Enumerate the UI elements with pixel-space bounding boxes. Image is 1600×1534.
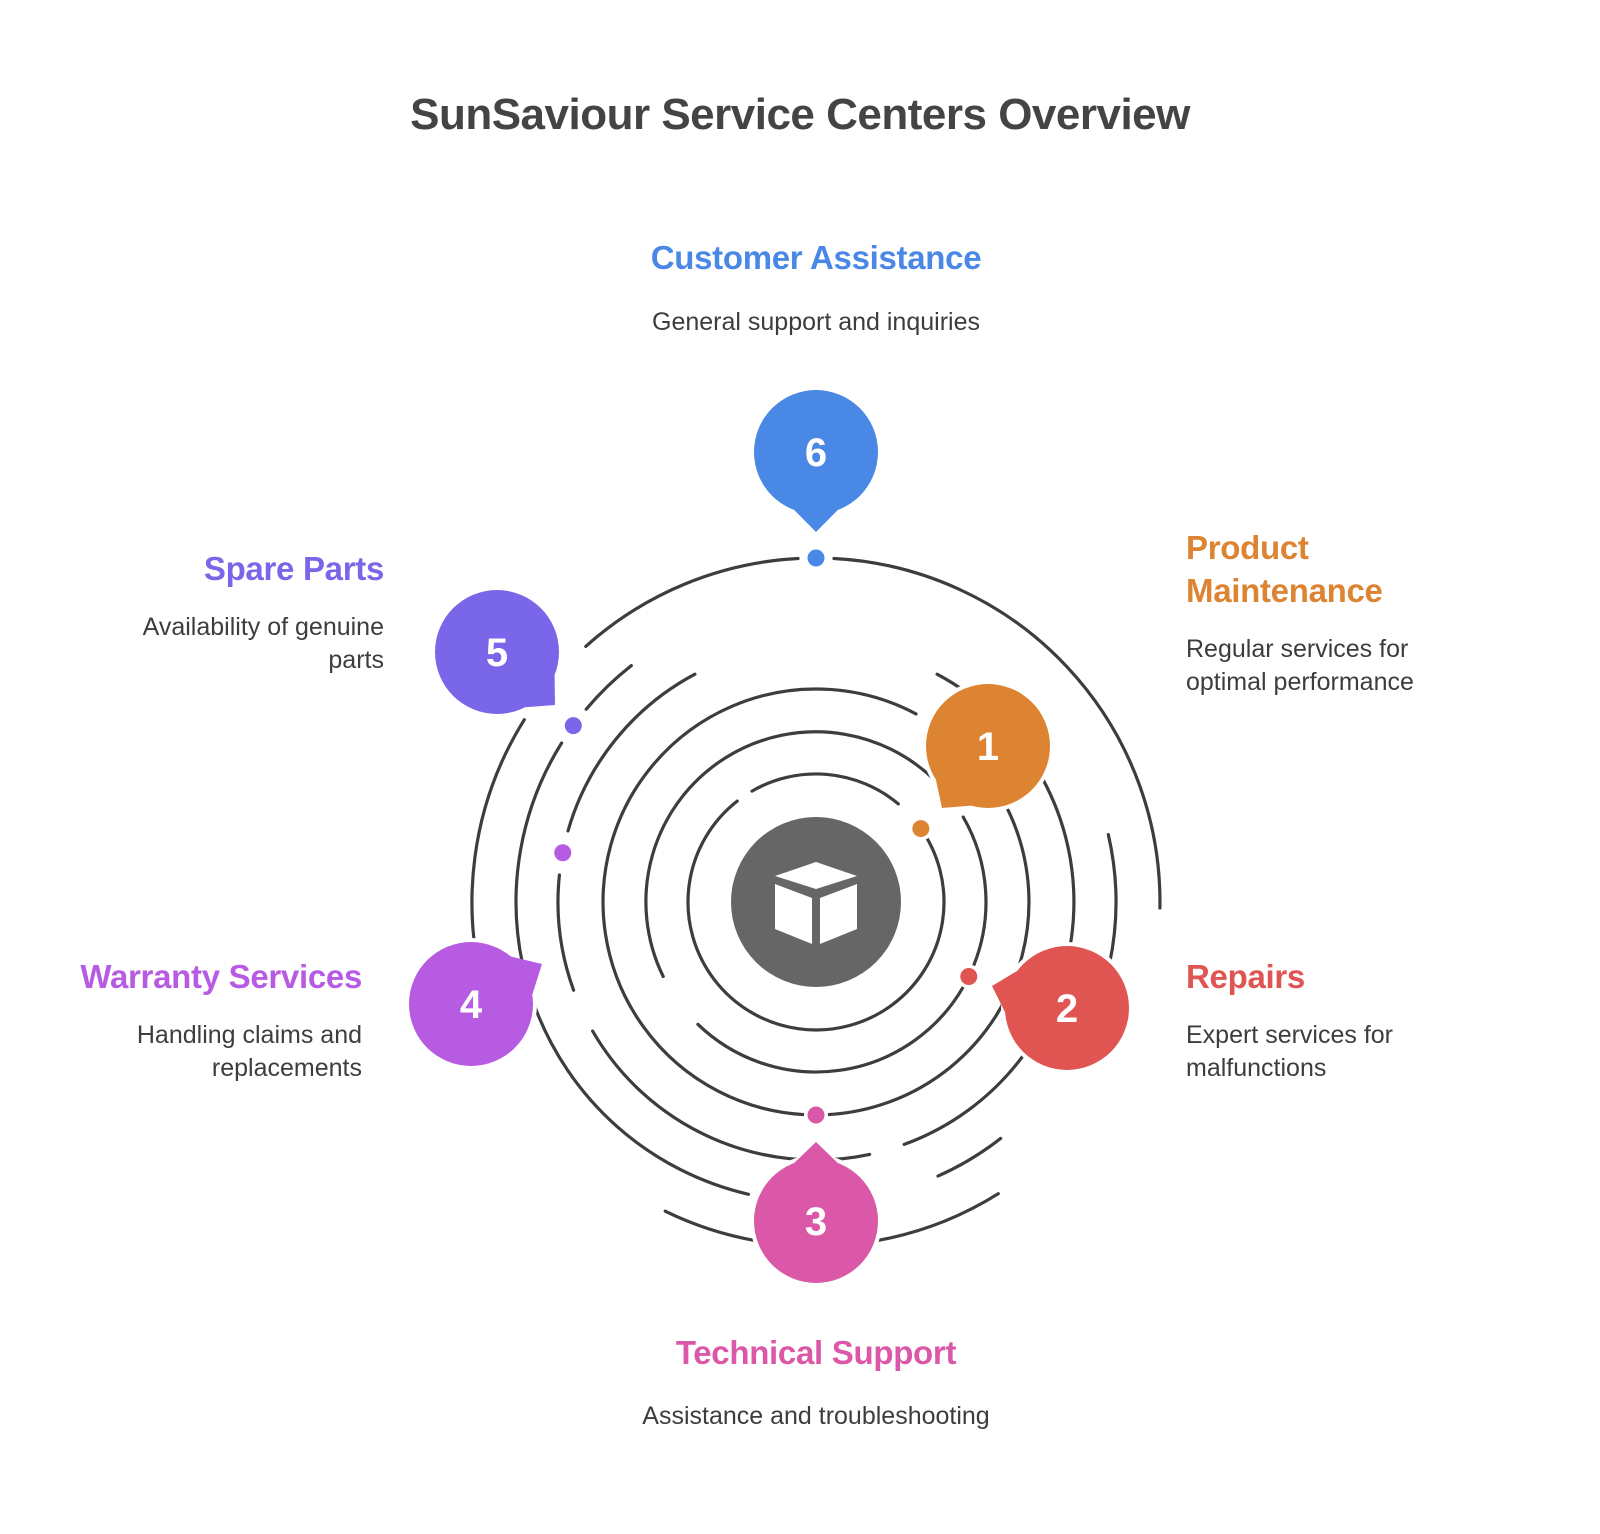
step-1-dot bbox=[912, 820, 930, 838]
step-4-description-line: replacements bbox=[211, 1054, 362, 1082]
step-5-label: Spare Parts bbox=[20, 547, 384, 590]
ring-6-arc bbox=[584, 556, 800, 648]
ring-1-arc bbox=[750, 772, 900, 806]
step-4-number: 4 bbox=[460, 983, 483, 1027]
step-4-label-line: Warranty Services bbox=[80, 958, 362, 995]
step-1-label-line: Product bbox=[1186, 529, 1309, 566]
step-5-description-line: Availability of genuine bbox=[142, 613, 384, 641]
step-2-bubble bbox=[1005, 946, 1129, 1070]
step-5-description-line: parts bbox=[328, 646, 384, 674]
step-4-label: Warranty Services bbox=[20, 955, 362, 998]
step-4-description: Handling claims and replacements bbox=[20, 1019, 362, 1085]
step-3-dot bbox=[807, 1106, 825, 1124]
step-6-dot bbox=[807, 549, 825, 567]
step-4-marker: 4 bbox=[405, 840, 575, 1070]
center-hub bbox=[731, 817, 901, 987]
ring-6-arc bbox=[862, 1192, 1000, 1245]
step-3-bubble-tail bbox=[794, 1142, 838, 1163]
step-6-label-line: Customer Assistance bbox=[650, 239, 982, 276]
step-2-description-line: Expert services for bbox=[1186, 1021, 1394, 1049]
step-5-label-line: Spare Parts bbox=[203, 550, 384, 587]
step-2-label-line: Repairs bbox=[1186, 958, 1305, 995]
ring-5-arc bbox=[584, 664, 633, 711]
step-3-bubble bbox=[754, 1159, 878, 1283]
ring-1-arc bbox=[686, 799, 946, 1032]
diagram-title: SunSaviour Service Centers Overview bbox=[410, 90, 1190, 139]
step-2-dot bbox=[960, 968, 978, 986]
ring-5-arc bbox=[1106, 832, 1118, 966]
ring-2-arc bbox=[696, 985, 965, 1074]
step-4-dot bbox=[554, 844, 572, 862]
step-1-number: 1 bbox=[977, 725, 999, 769]
step-1-label: Product Maintenance bbox=[1186, 526, 1566, 612]
ring-5-arc bbox=[532, 1003, 751, 1196]
step-2-number: 2 bbox=[1056, 987, 1078, 1031]
step-1-marker: 1 bbox=[908, 680, 1054, 841]
step-5-marker: 5 bbox=[431, 586, 586, 738]
ring-6-arc bbox=[663, 1209, 758, 1243]
step-3-description: Assistance and troubleshooting bbox=[516, 1400, 1116, 1433]
step-6-bubble-tail bbox=[794, 510, 838, 532]
step-2-label: Repairs bbox=[1186, 955, 1566, 998]
step-4-bubble bbox=[409, 942, 533, 1066]
step-6-description: General support and inquiries bbox=[516, 306, 1116, 339]
step-5-description: Availability of genuine parts bbox=[20, 611, 384, 677]
step-5-dot bbox=[564, 717, 582, 735]
ring-5-arc bbox=[514, 741, 564, 966]
center-circle bbox=[731, 817, 901, 987]
step-6-description-line: General support and inquiries bbox=[652, 308, 980, 336]
ring-5-arc bbox=[936, 1136, 1003, 1178]
step-2-description-line: malfunctions bbox=[1186, 1054, 1327, 1082]
step-1-bubble bbox=[926, 684, 1050, 808]
step-3-label: Technical Support bbox=[516, 1331, 1116, 1374]
ring-2-arc bbox=[961, 815, 988, 968]
step-1-description-line: Regular services for bbox=[1186, 635, 1409, 663]
step-3-marker: 3 bbox=[750, 1103, 882, 1287]
step-1-description: Regular services for optimal performance bbox=[1186, 633, 1566, 699]
ring-4-arc bbox=[556, 873, 576, 992]
step-bubbles: 1 2 3 4 5 6 bbox=[405, 386, 1133, 1287]
step-1-description-line: optimal performance bbox=[1186, 668, 1414, 696]
step-6-label: Customer Assistance bbox=[516, 236, 1116, 279]
step-6-marker: 6 bbox=[750, 386, 882, 570]
ring-6-arc bbox=[832, 556, 1162, 910]
step-2-description: Expert services for malfunctions bbox=[1186, 1019, 1566, 1085]
ring-4-arc bbox=[566, 672, 697, 833]
step-3-number: 3 bbox=[805, 1200, 827, 1244]
ring-2-arc bbox=[644, 730, 952, 979]
step-1-label-line: Maintenance bbox=[1186, 572, 1383, 609]
step-5-number: 5 bbox=[486, 631, 508, 675]
step-4-description-line: Handling claims and bbox=[136, 1021, 362, 1049]
step-6-bubble bbox=[754, 390, 878, 514]
step-2-marker: 2 bbox=[956, 942, 1133, 1074]
step-5-bubble bbox=[435, 590, 559, 714]
step-3-description-line: Assistance and troubleshooting bbox=[642, 1402, 990, 1430]
step-3-label-line: Technical Support bbox=[675, 1334, 957, 1371]
step-6-number: 6 bbox=[805, 431, 827, 475]
cube-icon bbox=[775, 862, 857, 944]
ring-3-arc bbox=[601, 687, 918, 1117]
